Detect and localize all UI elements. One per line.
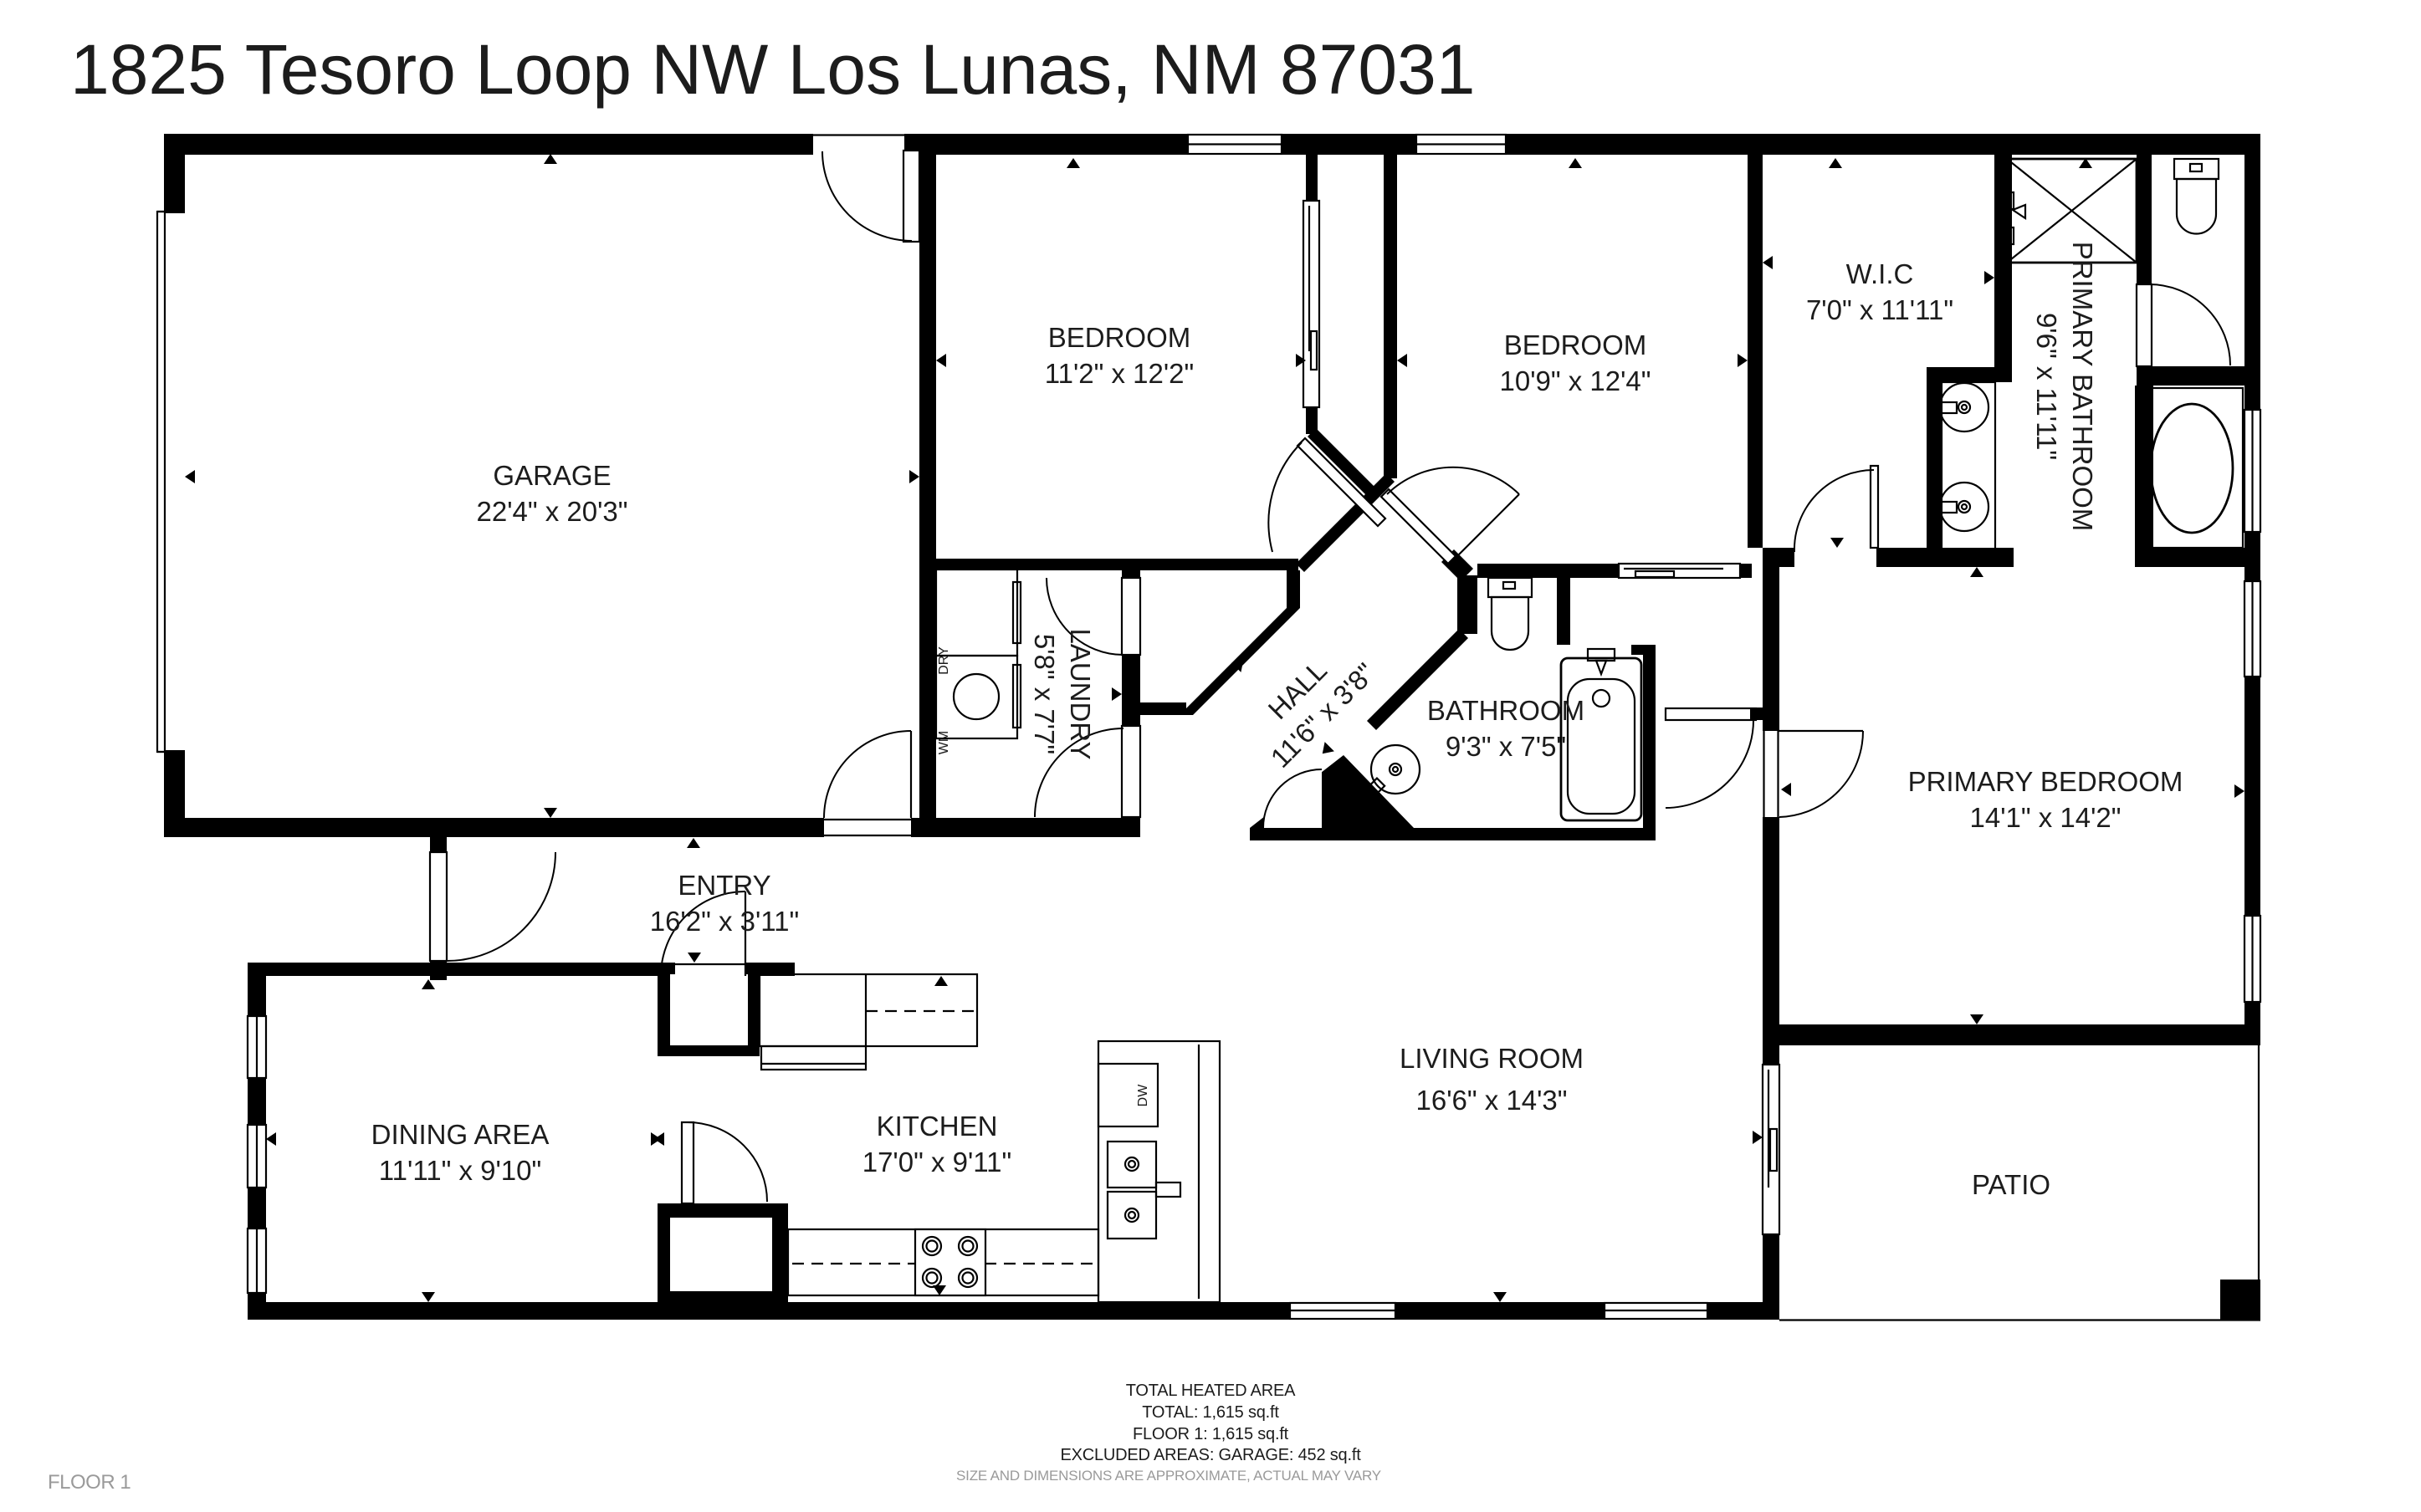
svg-text:ENTRY: ENTRY <box>678 870 770 901</box>
svg-text:KITCHEN: KITCHEN <box>877 1111 998 1142</box>
svg-text:FLOOR 1: 1,615 sq.ft: FLOOR 1: 1,615 sq.ft <box>1133 1425 1289 1443</box>
svg-text:PRIMARY BATHROOM: PRIMARY BATHROOM <box>2067 242 2098 532</box>
svg-text:22'4" x 20'3": 22'4" x 20'3" <box>477 496 628 527</box>
svg-text:DW: DW <box>1136 1084 1150 1107</box>
svg-text:DRY: DRY <box>937 646 951 675</box>
svg-text:10'9" x 12'4": 10'9" x 12'4" <box>1500 365 1651 396</box>
svg-text:7'0" x 11'11": 7'0" x 11'11" <box>1806 294 1953 325</box>
svg-text:11'2" x 12'2": 11'2" x 12'2" <box>1045 358 1195 389</box>
svg-text:FLOOR 1: FLOOR 1 <box>48 1471 131 1494</box>
svg-text:BEDROOM: BEDROOM <box>1504 329 1647 360</box>
svg-text:BATHROOM: BATHROOM <box>1427 695 1584 726</box>
svg-text:5'8" x 7'7": 5'8" x 7'7" <box>1029 634 1060 754</box>
svg-text:TOTAL: 1,615 sq.ft: TOTAL: 1,615 sq.ft <box>1142 1403 1279 1422</box>
svg-text:16'2" x 3'11": 16'2" x 3'11" <box>650 906 800 937</box>
svg-text:9'6" x 11'11": 9'6" x 11'11" <box>2031 313 2062 460</box>
svg-text:9'3" x 7'5": 9'3" x 7'5" <box>1446 731 1566 762</box>
svg-text:17'0" x 9'11": 17'0" x 9'11" <box>862 1147 1012 1177</box>
svg-text:SIZE AND DIMENSIONS ARE APPROX: SIZE AND DIMENSIONS ARE APPROXIMATE, ACT… <box>956 1468 1381 1484</box>
svg-text:GARAGE: GARAGE <box>493 460 611 491</box>
svg-text:1825 Tesoro Loop NW Los Lunas,: 1825 Tesoro Loop NW Los Lunas, NM 87031 <box>70 30 1476 109</box>
svg-text:WM: WM <box>937 731 951 754</box>
svg-text:BEDROOM: BEDROOM <box>1048 322 1191 353</box>
svg-text:TOTAL HEATED AREA: TOTAL HEATED AREA <box>1126 1382 1296 1400</box>
svg-text:PATIO: PATIO <box>1972 1169 2050 1200</box>
svg-text:DINING AREA: DINING AREA <box>371 1119 550 1150</box>
svg-text:16'6" x 14'3": 16'6" x 14'3" <box>1416 1085 1568 1116</box>
svg-text:14'1" x 14'2": 14'1" x 14'2" <box>1970 802 2122 833</box>
svg-text:PRIMARY BEDROOM: PRIMARY BEDROOM <box>1908 766 2183 797</box>
svg-text:W.I.C: W.I.C <box>1846 258 1914 289</box>
svg-text:EXCLUDED AREAS: GARAGE: 452 sq: EXCLUDED AREAS: GARAGE: 452 sq.ft <box>1060 1446 1361 1464</box>
svg-text:11'11" x 9'10": 11'11" x 9'10" <box>379 1155 541 1186</box>
svg-text:LAUNDRY: LAUNDRY <box>1065 628 1096 759</box>
svg-text:LIVING ROOM: LIVING ROOM <box>1400 1043 1584 1074</box>
